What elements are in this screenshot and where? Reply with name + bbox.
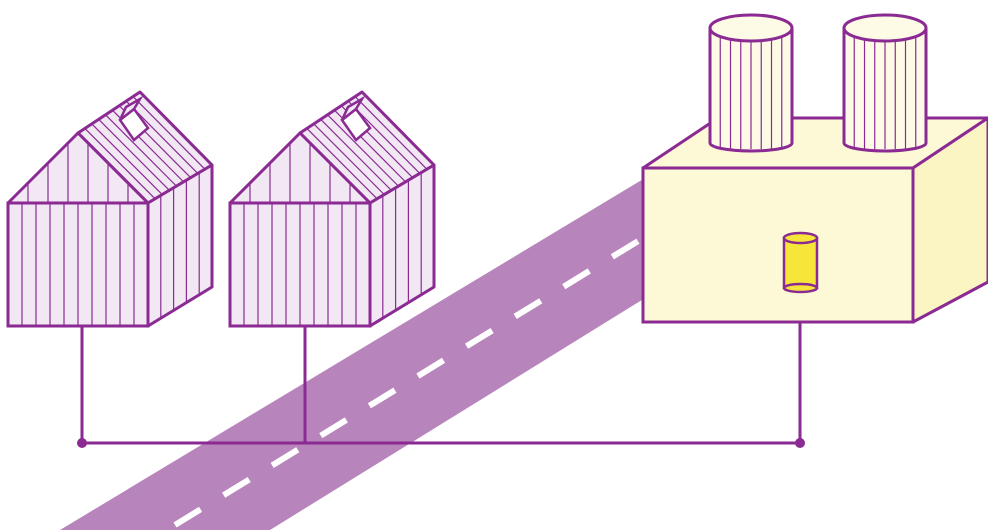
heat-connector-bottom [784,284,817,292]
tank-lid [710,15,792,41]
tank-lid [844,15,926,41]
pipe-junction-left [77,438,87,448]
factory-front [643,168,913,322]
heat-connector-top [784,233,817,243]
greenhouse-2 [230,92,434,326]
storage-tank-left [710,15,792,151]
heat-connector [784,233,817,292]
greenhouse-1 [8,92,212,326]
heat-connector-body [784,238,817,288]
factory-building [643,15,988,322]
storage-tank-right [844,15,926,151]
pipe-junction-right [795,438,805,448]
